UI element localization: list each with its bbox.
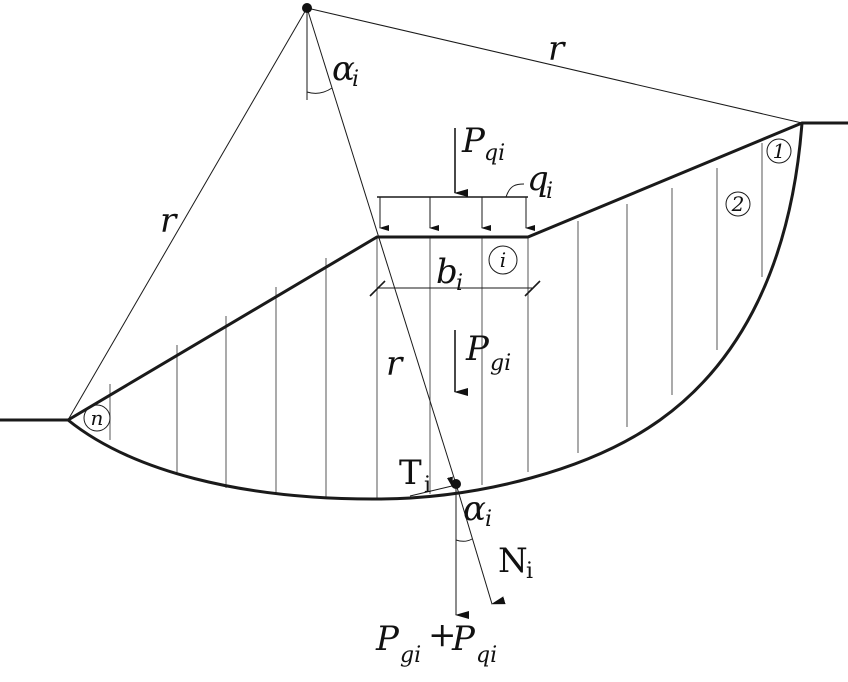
svg-text:+: + [428,615,457,655]
slip-surface [67,122,804,501]
svg-text:P: P [461,121,486,161]
radius-label-center: r [386,344,404,384]
radius-label-top: r [548,29,566,69]
svg-text:q: q [527,159,549,199]
svg-text:qi: qi [484,141,505,166]
radius-lines [67,7,803,485]
svg-text:T: T [399,453,422,493]
t-force-label: T i [399,453,431,498]
slice-lines [109,143,763,499]
svg-text:P: P [465,329,490,369]
slice-base-point [451,479,461,489]
distributed-load [377,183,535,231]
slice-1-marker: 1 [766,138,792,164]
svg-text:i: i [485,507,492,532]
alpha-top-arc [306,87,333,94]
svg-text:i: i [424,473,431,498]
svg-text:gi: gi [490,351,511,376]
svg-text:i: i [546,179,553,204]
slice-n-marker: n [83,404,111,432]
ground-surface [0,121,848,422]
svg-text:1: 1 [773,139,786,163]
svg-text:qi: qi [476,643,497,668]
svg-text:N: N [498,541,528,581]
svg-text:gi: gi [400,643,421,668]
svg-text:P: P [375,619,400,659]
svg-text:α: α [463,489,486,529]
b-width-label: b i [436,252,463,296]
sum-label: P gi + P qi [375,615,497,668]
svg-text:b: b [436,252,458,292]
p-qi-label: P qi [461,121,505,166]
b-dimension [369,280,541,297]
alpha-top-label: α i [332,49,359,92]
alpha-bottom-arc [455,538,473,542]
p-gi-label: P gi [465,329,511,376]
svg-text:i: i [352,67,359,92]
alpha-bottom-label: α i [463,489,492,532]
svg-text:α: α [332,49,355,89]
slice-i-marker: i [488,245,518,275]
q-load-label: q i [527,159,553,204]
bottom-forces [409,476,506,619]
svg-text:2: 2 [731,192,745,216]
svg-text:i: i [456,271,463,296]
circle-center-point [302,3,312,13]
n-force-label: N i [498,541,533,584]
svg-text:n: n [91,406,104,430]
svg-text:P: P [451,619,476,659]
svg-text:i: i [500,248,506,272]
radius-label-left: r [160,201,178,241]
slice-2-marker: 2 [725,191,751,217]
svg-text:i: i [526,559,533,584]
